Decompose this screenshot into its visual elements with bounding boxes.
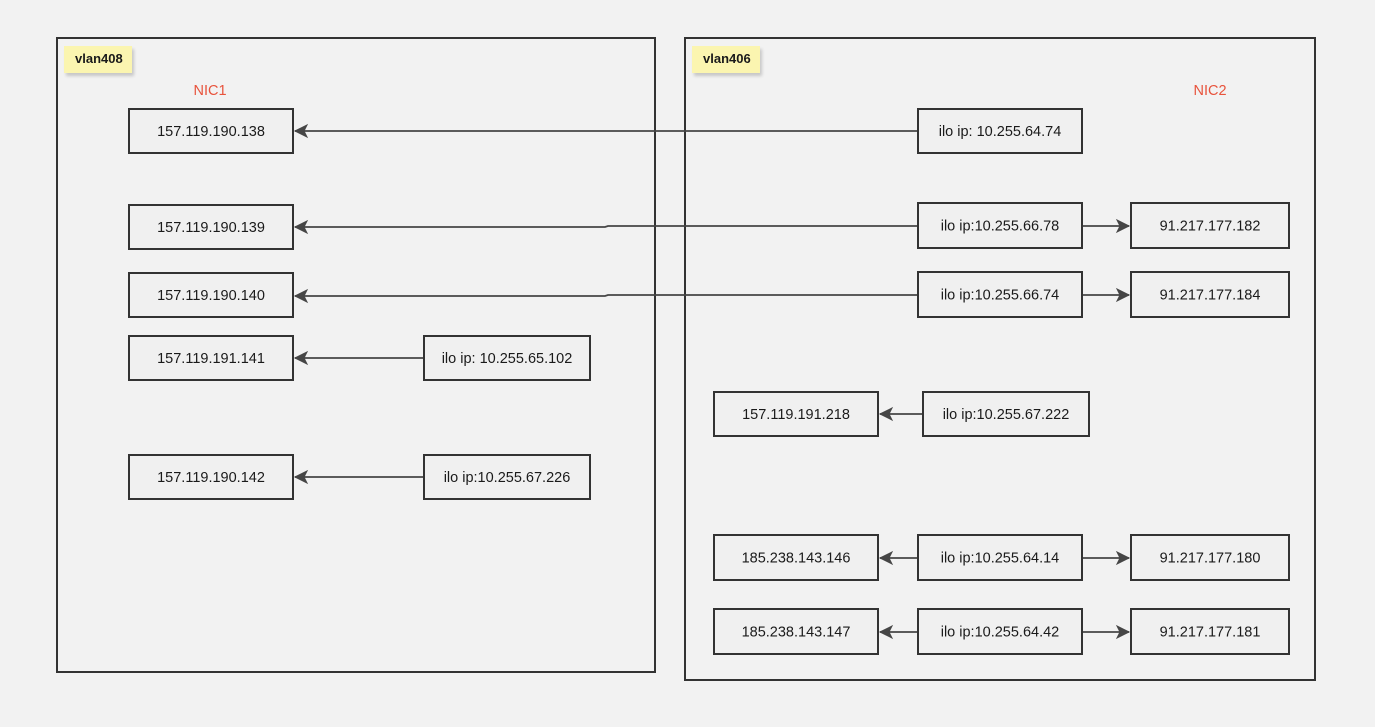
host-node-label: 157.119.191.218 (742, 407, 850, 423)
connection-edge (293, 350, 424, 366)
arrow-head-icon (293, 288, 309, 304)
connection-edge (878, 550, 918, 566)
host-node-box[interactable] (128, 204, 294, 250)
host-node-label: ilo ip:10.255.67.222 (943, 407, 1070, 423)
arrow-head-icon (293, 123, 309, 139)
host-node-label: 157.119.190.140 (157, 288, 265, 304)
vlan-container-vlan408 (56, 37, 656, 673)
host-node[interactable]: 157.119.190.140 (128, 272, 294, 318)
host-node[interactable]: 157.119.190.142 (128, 454, 294, 500)
connection-edge (293, 123, 918, 139)
host-node[interactable]: ilo ip: 10.255.64.74 (917, 108, 1083, 154)
host-node[interactable]: ilo ip:10.255.64.42 (917, 608, 1083, 655)
arrow-head-icon (1115, 287, 1131, 303)
host-node-label: 91.217.177.181 (1160, 624, 1261, 640)
arrow-head-icon (1115, 624, 1131, 640)
host-node-label: ilo ip:10.255.66.78 (941, 218, 1060, 234)
host-node[interactable]: 157.119.191.141 (128, 335, 294, 381)
host-node[interactable]: 185.238.143.146 (713, 534, 879, 581)
host-node-box[interactable] (423, 335, 591, 381)
host-node-label: ilo ip: 10.255.65.102 (442, 351, 573, 367)
host-node[interactable]: ilo ip:10.255.66.74 (917, 271, 1083, 318)
host-node-label: 91.217.177.184 (1160, 287, 1261, 303)
connection-edge (293, 288, 918, 304)
connection-edge (878, 624, 918, 640)
host-node[interactable]: 157.119.190.138 (128, 108, 294, 154)
host-node-box[interactable] (128, 335, 294, 381)
host-node[interactable]: ilo ip:10.255.66.78 (917, 202, 1083, 249)
edge-line (295, 225, 918, 228)
host-node-box[interactable] (917, 108, 1083, 154)
host-node-box[interactable] (128, 454, 294, 500)
connection-edge (293, 219, 918, 235)
connection-edge (293, 469, 424, 485)
host-node-label: 91.217.177.182 (1160, 218, 1261, 234)
host-node-box[interactable] (128, 108, 294, 154)
host-node[interactable]: 91.217.177.180 (1130, 534, 1290, 581)
host-nodes-layer: 157.119.190.138 157.119.190.139 157.119.19… (128, 108, 1290, 655)
host-node-box[interactable] (713, 391, 879, 437)
host-node-box[interactable] (713, 534, 879, 581)
vlan-containers-layer (56, 37, 1316, 681)
host-node-box[interactable] (917, 271, 1083, 318)
host-node-box[interactable] (1130, 608, 1290, 655)
host-node[interactable]: ilo ip:10.255.67.226 (423, 454, 591, 500)
host-node-label: ilo ip: 10.255.64.74 (939, 124, 1062, 140)
nic-label-nic2: NIC2 (1193, 83, 1226, 99)
arrow-head-icon (293, 469, 309, 485)
host-node-box[interactable] (423, 454, 591, 500)
host-node-label: 157.119.190.142 (157, 470, 265, 486)
vlan-label-vlan406: vlan406 (692, 46, 760, 74)
host-node-label: 185.238.143.146 (742, 550, 851, 566)
connection-edge (1082, 287, 1131, 303)
arrow-head-icon (1115, 550, 1131, 566)
host-node-box[interactable] (917, 534, 1083, 581)
host-node-label: ilo ip:10.255.66.74 (941, 287, 1060, 303)
host-node[interactable]: 157.119.191.218 (713, 391, 879, 437)
host-node[interactable]: 91.217.177.182 (1130, 202, 1290, 249)
edge-line (295, 294, 918, 297)
host-node-label: ilo ip:10.255.67.226 (444, 470, 571, 486)
host-node[interactable]: ilo ip:10.255.64.14 (917, 534, 1083, 581)
host-node[interactable]: 91.217.177.184 (1130, 271, 1290, 318)
host-node-box[interactable] (713, 608, 879, 655)
host-node-box[interactable] (1130, 202, 1290, 249)
arrow-head-icon (293, 350, 309, 366)
arrow-head-icon (878, 406, 894, 422)
host-node-label: 185.238.143.147 (742, 624, 851, 640)
host-node[interactable]: ilo ip: 10.255.65.102 (423, 335, 591, 381)
host-node-box[interactable] (917, 608, 1083, 655)
host-node-box[interactable] (1130, 534, 1290, 581)
connection-edge (1082, 550, 1131, 566)
arrow-head-icon (293, 219, 309, 235)
host-node-label: 157.119.190.139 (157, 220, 265, 236)
host-node-label: 157.119.191.141 (157, 351, 265, 367)
host-node-box[interactable] (922, 391, 1090, 437)
host-node-box[interactable] (1130, 271, 1290, 318)
host-node-box[interactable] (128, 272, 294, 318)
host-node-label: 91.217.177.180 (1160, 550, 1261, 566)
host-node-label: 157.119.190.138 (157, 124, 265, 140)
arrow-head-icon (1115, 218, 1131, 234)
host-node-label: ilo ip:10.255.64.42 (941, 624, 1060, 640)
nic-labels-layer: NIC1 NIC2 (193, 83, 1226, 99)
host-node[interactable]: 185.238.143.147 (713, 608, 879, 655)
connection-edge (1082, 218, 1131, 234)
host-node[interactable]: ilo ip:10.255.67.222 (922, 391, 1090, 437)
arrow-head-icon (878, 624, 894, 640)
connection-edge (1082, 624, 1131, 640)
host-node-box[interactable] (917, 202, 1083, 249)
host-node[interactable]: 91.217.177.181 (1130, 608, 1290, 655)
host-node-label: ilo ip:10.255.64.14 (941, 550, 1060, 566)
host-node[interactable]: 157.119.190.139 (128, 204, 294, 250)
nic-label-nic1: NIC1 (193, 83, 226, 99)
arrow-head-icon (878, 550, 894, 566)
connection-edge (878, 406, 923, 422)
connections-layer (293, 123, 1131, 640)
vlan-container-vlan406 (684, 37, 1316, 681)
vlan-label-vlan408: vlan408 (64, 46, 132, 74)
